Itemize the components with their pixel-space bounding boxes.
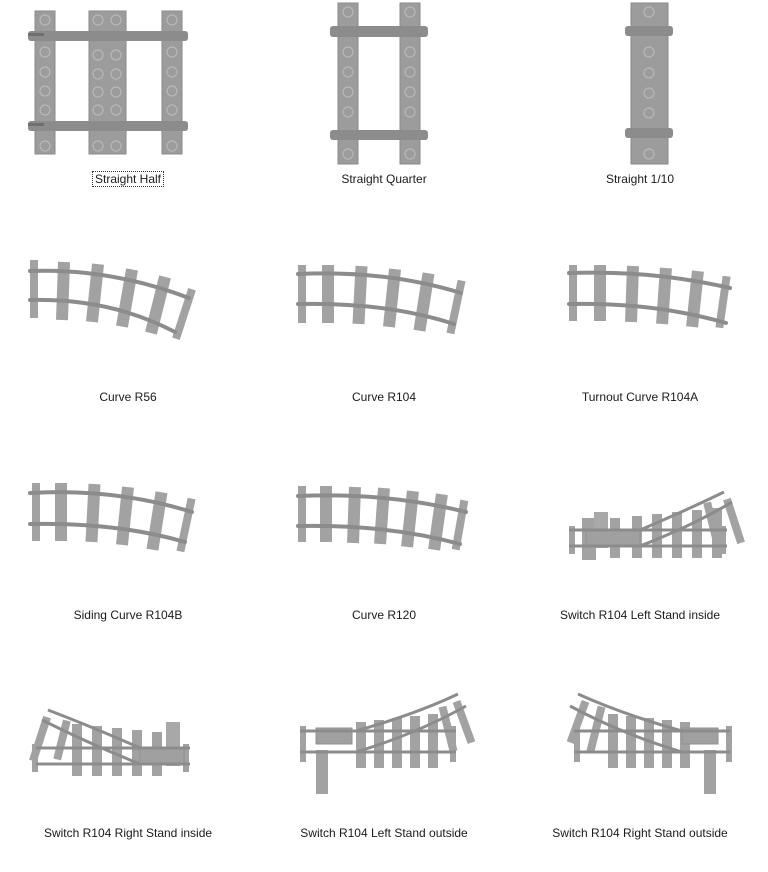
track-curve-r56-icon [0, 218, 256, 388]
list-item-switch-right-inside[interactable]: Switch R104 Right Stand inside [0, 654, 256, 872]
item-label: Straight Quarter [341, 172, 427, 186]
track-curve-r104-icon [256, 218, 512, 388]
item-label: Switch R104 Right Stand outside [552, 826, 728, 840]
item-label: Switch R104 Right Stand inside [43, 826, 213, 840]
list-item-straight-half[interactable]: Straight Half [0, 0, 256, 218]
list-item-straight-tenth[interactable]: Straight 1/10 [512, 0, 768, 218]
item-label: Straight Half [91, 171, 165, 187]
track-switch-right-inside-icon [0, 654, 256, 824]
list-item-turnout-curve-r104a[interactable]: Turnout Curve R104A [512, 218, 768, 436]
track-switch-left-outside-icon [256, 654, 512, 824]
list-item-switch-left-outside[interactable]: Switch R104 Left Stand outside [256, 654, 512, 872]
item-label: Turnout Curve R104A [581, 390, 699, 404]
list-item-curve-r104[interactable]: Curve R104 [256, 218, 512, 436]
item-label: Curve R104 [351, 390, 417, 404]
list-item-straight-quarter[interactable]: Straight Quarter [256, 0, 512, 218]
list-item-siding-curve-r104b[interactable]: Siding Curve R104B [0, 436, 256, 654]
track-piece-list: Straight Half Straight Quarter [0, 0, 768, 840]
track-straight-half-icon [0, 0, 256, 170]
track-switch-right-outside-icon [512, 654, 768, 824]
item-label: Curve R56 [99, 390, 157, 404]
track-turnout-curve-r104a-icon [512, 218, 768, 388]
track-switch-left-inside-icon [512, 436, 768, 606]
track-curve-r120-icon [256, 436, 512, 606]
list-item-switch-left-inside[interactable]: Switch R104 Left Stand inside [512, 436, 768, 654]
list-item-switch-right-outside[interactable]: Switch R104 Right Stand outside [512, 654, 768, 872]
item-label: Switch R104 Left Stand inside [559, 608, 721, 622]
track-straight-tenth-icon [512, 0, 768, 170]
item-label: Curve R120 [351, 608, 417, 622]
item-label: Siding Curve R104B [73, 608, 183, 622]
track-siding-curve-r104b-icon [0, 436, 256, 606]
item-label: Straight 1/10 [605, 172, 675, 186]
list-item-curve-r120[interactable]: Curve R120 [256, 436, 512, 654]
list-item-curve-r56[interactable]: Curve R56 [0, 218, 256, 436]
track-straight-quarter-icon [256, 0, 512, 170]
item-label: Switch R104 Left Stand outside [300, 826, 468, 840]
